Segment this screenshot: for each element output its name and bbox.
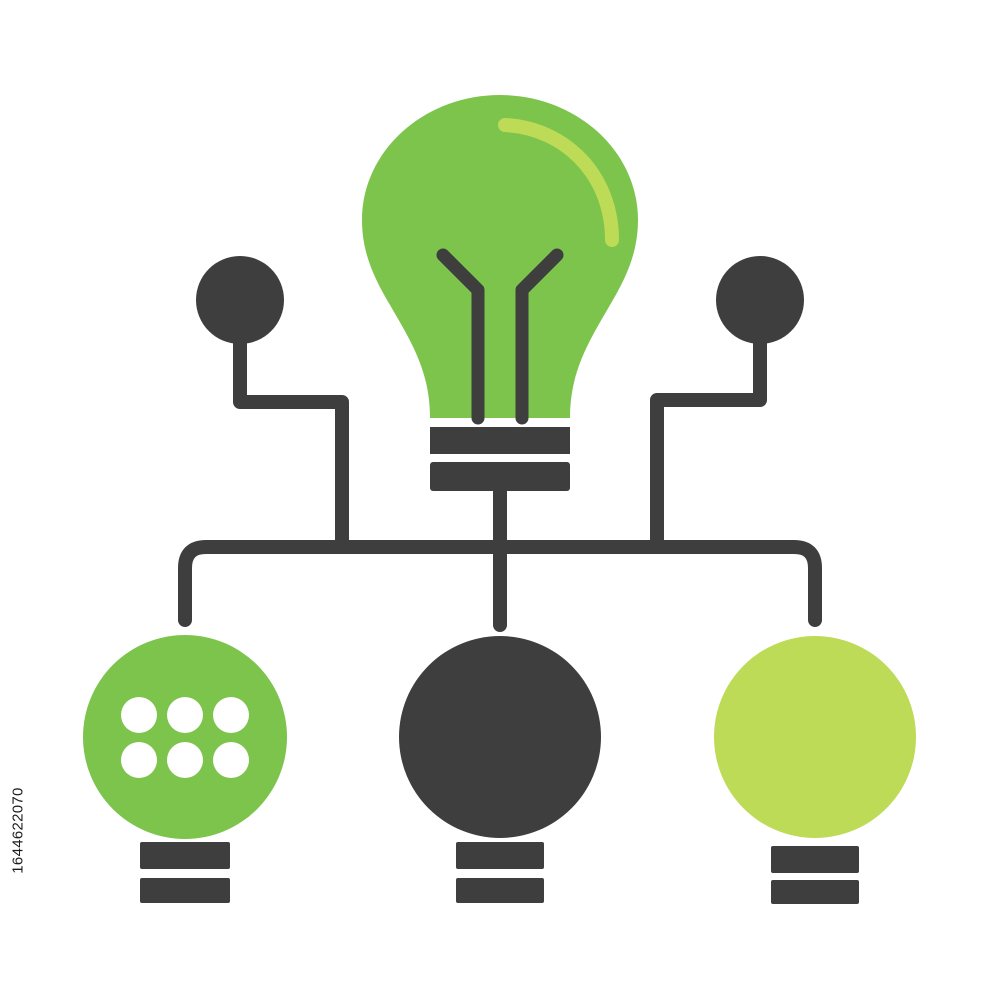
stock-id-text: 1644622070 xyxy=(9,786,27,874)
main-lightbulb-icon xyxy=(362,95,638,491)
middle-bulb-base-bottom xyxy=(456,878,544,903)
main-bulb-base-bottom xyxy=(430,462,570,491)
right-lightbulb-icon xyxy=(714,636,916,904)
main-bulb-base-top xyxy=(430,427,570,454)
left-bulb-base-bottom xyxy=(140,878,230,903)
right-node-icon xyxy=(716,256,804,344)
left-lightbulb-icon xyxy=(83,635,287,903)
right-bulb-glass xyxy=(714,636,916,838)
main-bulb-glass xyxy=(362,95,638,418)
grid-dots-icon xyxy=(121,697,249,778)
middle-bulb-glass xyxy=(399,636,601,838)
filament-icon xyxy=(436,248,564,425)
right-bulb-base-bottom xyxy=(771,880,859,904)
connector-lines xyxy=(178,328,822,632)
main-bulb-highlight xyxy=(498,118,619,247)
stock-id-label: 1644622070 xyxy=(6,750,30,910)
middle-lightbulb-icon xyxy=(399,636,601,903)
right-node-wire xyxy=(650,328,767,554)
left-node-icon xyxy=(196,256,284,344)
right-bulb-base-top xyxy=(771,846,859,873)
left-bulb-base-top xyxy=(140,842,230,869)
left-bulb-glass xyxy=(83,635,287,839)
middle-bulb-base-top xyxy=(456,842,544,869)
left-node-wire xyxy=(233,328,349,554)
